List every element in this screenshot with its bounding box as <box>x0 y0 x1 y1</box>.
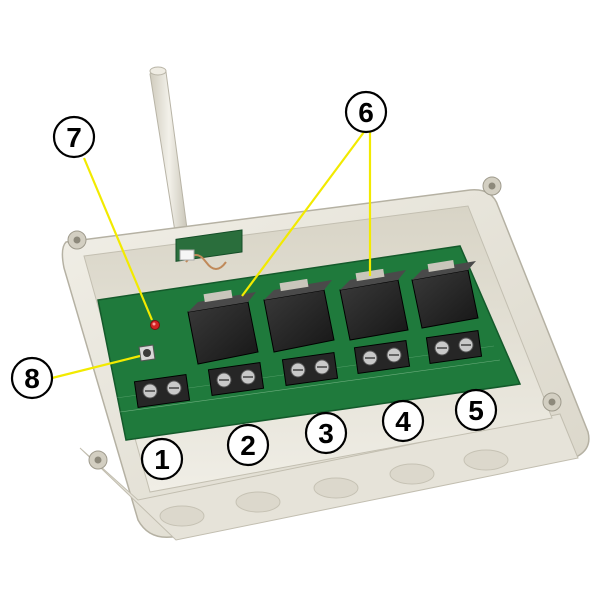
callout-2: 2 <box>226 423 270 467</box>
callout-3: 3 <box>304 411 348 455</box>
leader-6a <box>241 131 365 297</box>
svg-text:3: 3 <box>318 418 334 449</box>
svg-text:2: 2 <box>240 430 256 461</box>
svg-text:1: 1 <box>154 444 170 475</box>
callout-6: 6 <box>344 90 388 134</box>
terminal-block-3 <box>281 351 339 387</box>
terminal-block-4 <box>353 339 411 375</box>
corner-screw-top-left <box>67 230 87 250</box>
relays <box>187 260 479 365</box>
knockout-row <box>159 449 509 527</box>
receiver-module <box>175 229 243 270</box>
terminal-blocks <box>133 329 483 409</box>
callout-5: 5 <box>454 388 498 432</box>
relay-3 <box>339 268 409 341</box>
callout-1: 1 <box>140 437 184 481</box>
relay-2 <box>263 278 335 353</box>
callout-4: 4 <box>381 399 425 443</box>
learn-button <box>138 344 156 362</box>
svg-text:5: 5 <box>468 395 484 426</box>
svg-text:4: 4 <box>395 406 411 437</box>
corner-screw-bottom-left <box>88 450 108 470</box>
leader-lines <box>51 131 372 380</box>
terminal-block-5 <box>425 329 483 365</box>
callout-8: 8 <box>10 356 54 400</box>
antenna <box>149 66 189 239</box>
leader-7 <box>82 157 154 321</box>
corner-screw-top-right <box>482 176 502 196</box>
led-indicator <box>150 320 160 330</box>
leader-8 <box>51 354 141 380</box>
callouts: 1 2 3 4 5 6 7 8 <box>10 90 498 481</box>
svg-text:8: 8 <box>24 363 40 394</box>
callout-7: 7 <box>52 115 96 159</box>
terminal-block-1 <box>133 373 191 409</box>
svg-text:6: 6 <box>358 97 374 128</box>
terminal-block-2 <box>207 361 265 397</box>
corner-screw-bottom-right <box>542 392 562 412</box>
svg-text:7: 7 <box>66 122 82 153</box>
relay-4 <box>411 260 479 329</box>
relay-1 <box>187 289 259 365</box>
